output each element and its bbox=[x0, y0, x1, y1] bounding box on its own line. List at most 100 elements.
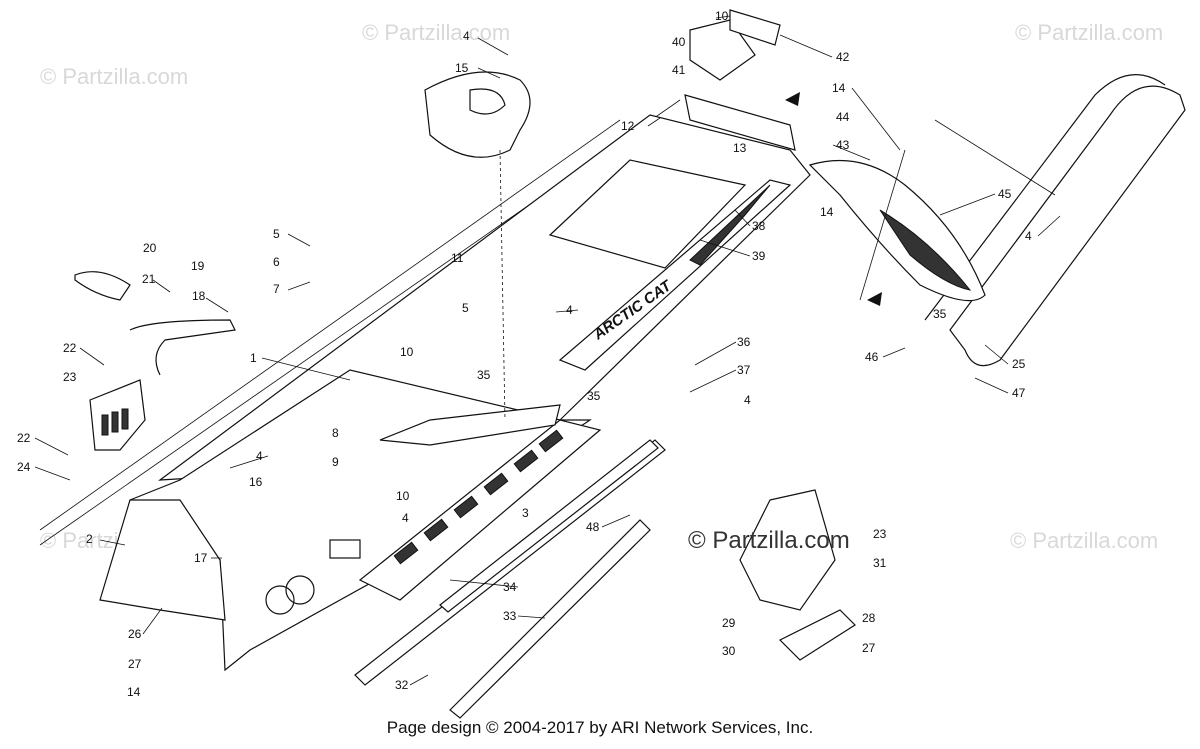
wall-hole bbox=[285, 575, 315, 605]
rear-bumper bbox=[924, 74, 1186, 367]
callout-41: 41 bbox=[672, 63, 686, 77]
hitch-cap bbox=[729, 9, 781, 46]
callout-5a: 5 bbox=[273, 227, 280, 241]
watermark-top-right: © Partzilla.com bbox=[1015, 20, 1163, 45]
callout-6: 6 bbox=[273, 255, 280, 269]
callout-36: 36 bbox=[737, 335, 751, 349]
direction-arrows bbox=[785, 92, 882, 306]
rail-slides bbox=[354, 439, 666, 719]
rear-hitch bbox=[684, 9, 796, 151]
callout-23b: 23 bbox=[873, 527, 887, 541]
decal-graphic bbox=[689, 184, 771, 266]
rear-brace bbox=[684, 94, 796, 151]
callout-42: 42 bbox=[836, 50, 850, 64]
callout-4e: 4 bbox=[744, 393, 751, 407]
leader-lines bbox=[34, 15, 1061, 686]
callout-20: 20 bbox=[143, 241, 157, 255]
callout-4b: 4 bbox=[566, 303, 573, 317]
callout-19: 19 bbox=[191, 259, 205, 273]
callout-43: 43 bbox=[836, 138, 850, 152]
callout-26: 26 bbox=[128, 627, 142, 641]
callout-23a: 23 bbox=[63, 370, 77, 384]
callout-27b: 27 bbox=[862, 641, 876, 655]
callout-31: 31 bbox=[873, 556, 887, 570]
callout-34: 34 bbox=[503, 580, 517, 594]
footer-copyright: Page design © 2004-2017 by ARI Network S… bbox=[386, 718, 814, 737]
reference-line bbox=[39, 119, 621, 531]
watermark-bottom-right: © Partzilla.com bbox=[1010, 528, 1158, 553]
front-bulkhead bbox=[99, 499, 226, 621]
callout-35c: 35 bbox=[933, 307, 947, 321]
callout-9: 9 bbox=[332, 455, 339, 469]
callout-7: 7 bbox=[273, 282, 280, 296]
tunnel-frame: ARCTIC CAT bbox=[39, 99, 811, 672]
callout-10c: 10 bbox=[396, 489, 410, 503]
running-board bbox=[358, 419, 602, 601]
seat-pad bbox=[424, 71, 531, 421]
callout-4f: 4 bbox=[1025, 229, 1032, 243]
callout-39: 39 bbox=[752, 249, 766, 263]
shield-slots bbox=[101, 408, 129, 436]
callout-46: 46 bbox=[865, 350, 879, 364]
running-board-cleats bbox=[393, 429, 564, 565]
callout-22b: 22 bbox=[17, 431, 31, 445]
callout-1: 1 bbox=[250, 351, 257, 365]
callout-5b: 5 bbox=[462, 301, 469, 315]
callout-4c: 4 bbox=[256, 449, 263, 463]
callout-11: 11 bbox=[451, 251, 464, 265]
callout-14c: 14 bbox=[127, 685, 141, 699]
callout-17: 17 bbox=[194, 551, 208, 565]
slide-rail-33 bbox=[449, 519, 651, 719]
callout-12: 12 bbox=[621, 119, 635, 133]
callout-28: 28 bbox=[862, 611, 876, 625]
callout-32: 32 bbox=[395, 678, 409, 692]
arrow-marker bbox=[785, 92, 800, 106]
hitch-bracket bbox=[689, 19, 756, 81]
callout-48: 48 bbox=[586, 520, 600, 534]
cover-20 bbox=[74, 271, 131, 301]
callout-47: 47 bbox=[1012, 386, 1026, 400]
arrow-marker bbox=[867, 292, 882, 306]
wall-slot bbox=[329, 539, 361, 559]
footrest-bar bbox=[379, 404, 561, 446]
callout-10a: 10 bbox=[715, 9, 729, 23]
callout-37: 37 bbox=[737, 363, 751, 377]
callout-35a: 35 bbox=[477, 368, 491, 382]
callouts: 1 2 3 4 4 4 4 4 4 5 5 6 7 8 9 10 10 10 1… bbox=[17, 9, 1032, 699]
callout-38: 38 bbox=[752, 219, 766, 233]
step-plate bbox=[778, 609, 856, 661]
callout-3: 3 bbox=[522, 506, 529, 520]
callout-27a: 27 bbox=[128, 657, 142, 671]
callout-10b: 10 bbox=[400, 345, 414, 359]
callout-8: 8 bbox=[332, 426, 339, 440]
watermark-top-left: © Partzilla.com bbox=[40, 64, 188, 89]
left-bracket bbox=[74, 271, 236, 451]
callout-18: 18 bbox=[192, 289, 206, 303]
callout-13: 13 bbox=[733, 141, 747, 155]
deck-cutout bbox=[548, 159, 747, 269]
callout-15: 15 bbox=[455, 61, 469, 75]
callout-24: 24 bbox=[17, 460, 31, 474]
wall-hole bbox=[265, 585, 295, 615]
callout-44: 44 bbox=[836, 110, 850, 124]
callout-25: 25 bbox=[1012, 357, 1026, 371]
watermark-top-center: © Partzilla.com bbox=[362, 20, 510, 45]
callout-40: 40 bbox=[672, 35, 686, 49]
callout-14b: 14 bbox=[820, 205, 834, 219]
slide-rail-34 bbox=[439, 439, 659, 613]
callout-45: 45 bbox=[998, 187, 1012, 201]
watermark-center: © Partzilla.com bbox=[688, 527, 850, 554]
footrest-bracket bbox=[739, 489, 856, 661]
snowflap bbox=[808, 149, 986, 302]
callout-14a: 14 bbox=[832, 81, 846, 95]
callout-4d: 4 bbox=[402, 511, 409, 525]
callout-21: 21 bbox=[142, 272, 156, 286]
callout-2: 2 bbox=[86, 532, 93, 546]
callout-35b: 35 bbox=[587, 389, 601, 403]
callout-16: 16 bbox=[249, 475, 263, 489]
callout-4a: 4 bbox=[463, 29, 470, 43]
callout-22a: 22 bbox=[63, 341, 77, 355]
callout-33: 33 bbox=[503, 609, 517, 623]
callout-30: 30 bbox=[722, 644, 736, 658]
callout-29: 29 bbox=[722, 616, 736, 630]
